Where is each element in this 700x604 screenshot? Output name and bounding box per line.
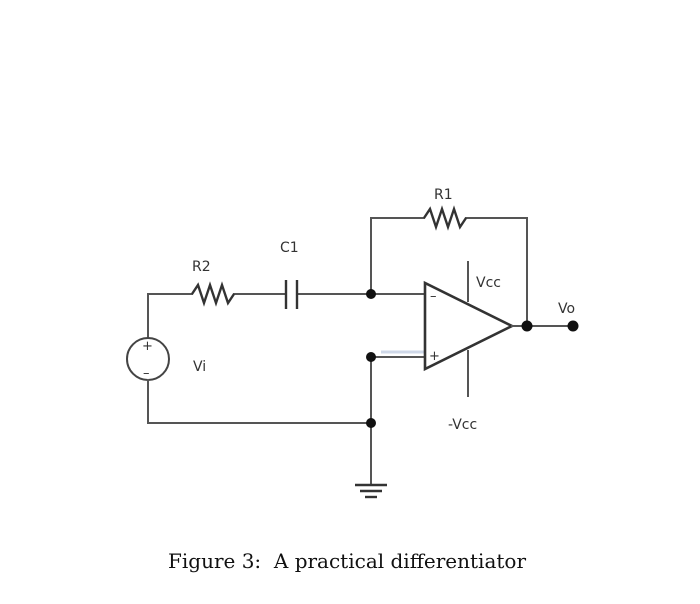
capacitor-c1 — [284, 280, 299, 309]
label-r2: R2 — [192, 259, 211, 275]
node-output-terminal — [567, 320, 579, 332]
ground-symbol — [355, 483, 387, 499]
non-inverting-input-sign: + — [429, 349, 440, 364]
label-vo: Vo — [558, 301, 575, 317]
feedback-path — [370, 217, 528, 327]
op-amp — [423, 280, 515, 372]
resistor-r1 — [423, 205, 467, 231]
node-output-junction — [521, 320, 533, 332]
label-r1: R1 — [434, 187, 453, 203]
voltage-source-vi: + – — [126, 337, 170, 381]
node-inverting-junction — [366, 289, 376, 299]
node-noninverting-junction — [366, 352, 376, 362]
label-c1: C1 — [280, 240, 299, 256]
label-vcc: Vcc — [476, 275, 501, 291]
source-plus-sign: + — [142, 339, 153, 354]
label-vi: Vi — [193, 359, 206, 375]
junction-nodes — [366, 289, 579, 428]
node-ground-junction — [366, 418, 376, 428]
label-neg-vcc: -Vcc — [448, 417, 477, 433]
figure-caption: Figure 3: A practical differentiator — [168, 549, 526, 573]
ground-return-path — [147, 350, 426, 486]
inverting-input-sign: – — [430, 289, 437, 304]
resistor-r2 — [191, 281, 235, 307]
source-minus-sign: – — [143, 366, 150, 381]
input-path — [147, 293, 426, 339]
